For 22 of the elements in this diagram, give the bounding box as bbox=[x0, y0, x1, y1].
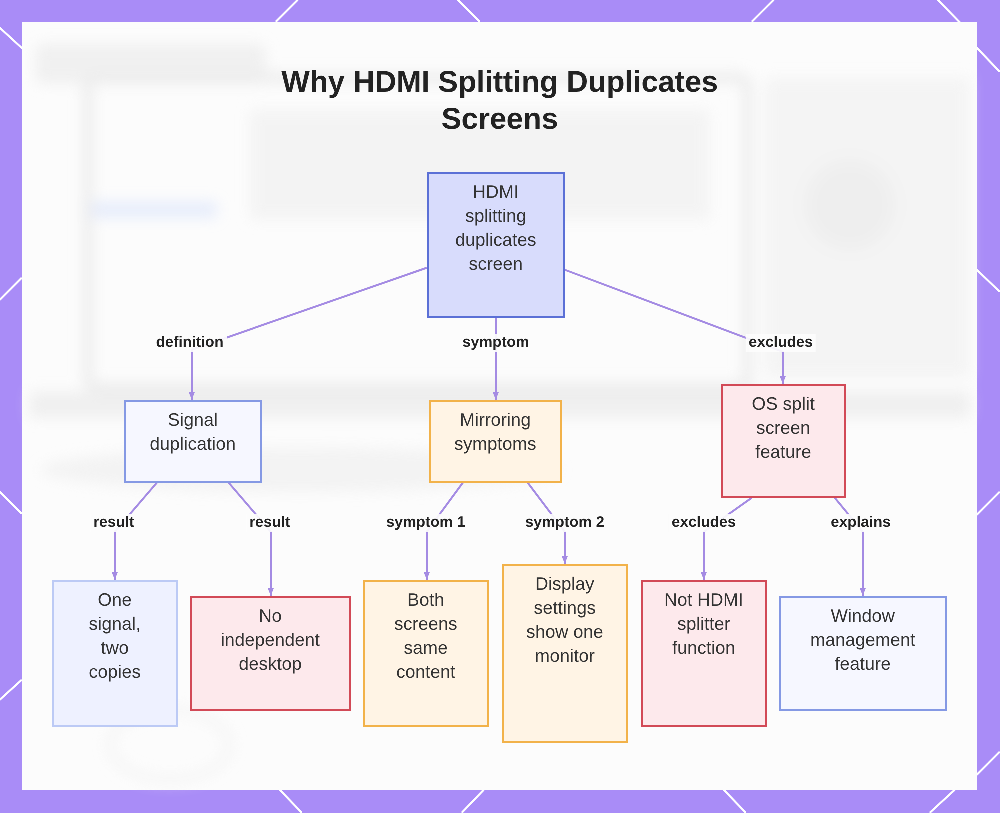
node-label: No independent desktop bbox=[220, 605, 322, 676]
edge-label: excludes bbox=[746, 334, 816, 352]
node-label: Both screens same content bbox=[393, 589, 459, 684]
concept-box bbox=[427, 172, 565, 318]
node-label: Display settings show one monitor bbox=[525, 573, 605, 668]
concept-box bbox=[502, 564, 628, 743]
concept-box bbox=[721, 384, 846, 498]
node-label: Mirroring symptoms bbox=[453, 409, 538, 456]
concept-box bbox=[190, 596, 351, 711]
concept-box bbox=[779, 596, 947, 711]
concept-box bbox=[429, 400, 562, 483]
node-label: Window management feature bbox=[809, 605, 917, 676]
node-label: One signal, two copies bbox=[88, 589, 142, 684]
node-label: Signal duplication bbox=[148, 409, 238, 456]
diagram-title: Why HDMI Splitting Duplicates Screens bbox=[280, 65, 720, 138]
concept-box bbox=[124, 400, 262, 483]
concept-box bbox=[363, 580, 489, 727]
concept-box bbox=[52, 580, 178, 727]
concept-box bbox=[641, 580, 767, 727]
node-label: OS split screen feature bbox=[750, 393, 816, 464]
node-label: HDMI splitting duplicates screen bbox=[454, 181, 538, 276]
node-label: Not HDMI splitter function bbox=[663, 589, 744, 660]
